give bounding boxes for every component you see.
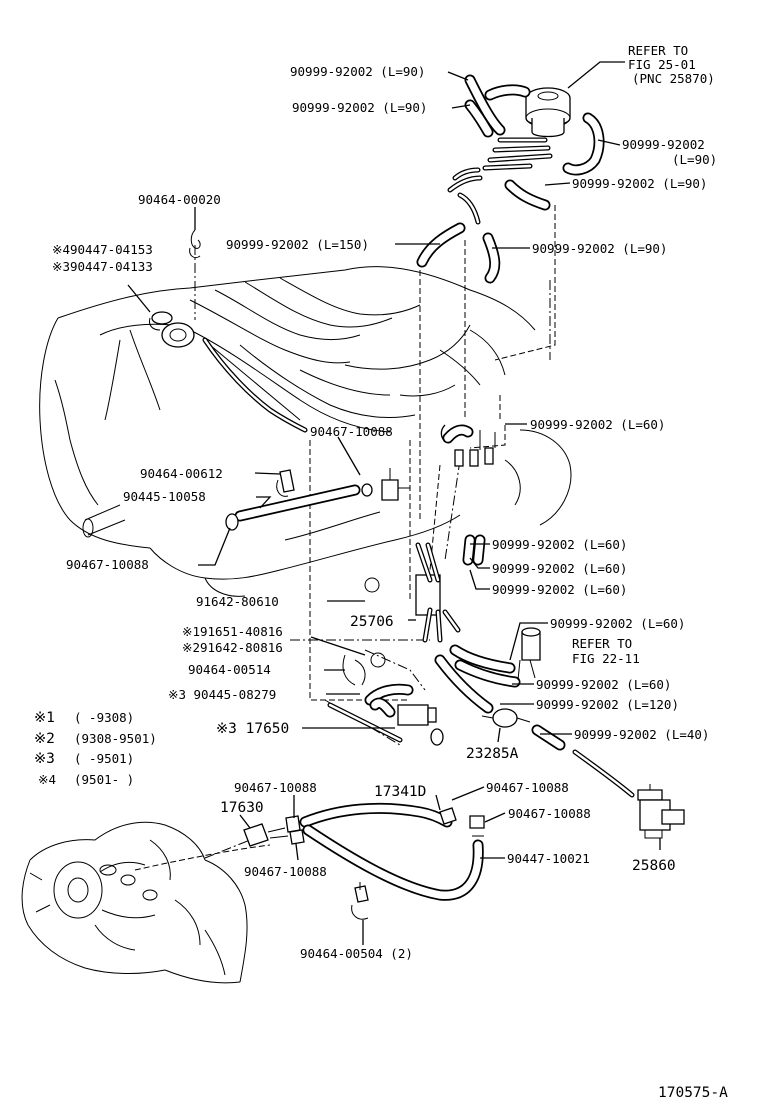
label-gasket-04153: ※490447-04153 xyxy=(52,242,153,257)
label-filter-23285a: 23285A xyxy=(466,746,519,762)
label-refer-fig-25-01-c: (PNC 25870) xyxy=(632,71,715,86)
label-refer-fig-25-01-b: FIG 25-01 xyxy=(628,57,696,72)
lower-hose-group xyxy=(243,802,485,920)
label-hose-10058: 90445-10058 xyxy=(123,489,206,504)
label-clip-00612: 90464-00612 xyxy=(140,466,223,481)
label-hose-10021: 90447-10021 xyxy=(507,851,590,866)
label-vsv-25860: 25860 xyxy=(632,858,676,874)
label-hose-08279: ※3 90445-08279 xyxy=(168,687,276,702)
note-range-2: (9308-9501) xyxy=(74,731,157,746)
label-hose-l60-b: 90999-92002 (L=60) xyxy=(492,537,627,552)
label-clamp-10088-d: 90467-10088 xyxy=(486,780,569,795)
label-clamp-10088-a: 90467-10088 xyxy=(310,424,393,439)
label-hose-l90-b: 90999-92002 (L=90) xyxy=(292,100,427,115)
label-clamp-10088-b: 90467-10088 xyxy=(66,557,149,572)
label-clamp-10088-e: 90467-10088 xyxy=(508,806,591,821)
canister-assembly xyxy=(416,74,605,284)
label-hose-l90-c2: (L=90) xyxy=(672,152,717,167)
label-plug-40816-1: ※191651-40816 xyxy=(182,624,283,639)
label-hose-17341d: 17341D xyxy=(374,784,426,800)
label-clamp-10088-f: 90467-10088 xyxy=(244,864,327,879)
label-hose-l150: 90999-92002 (L=150) xyxy=(226,237,369,252)
note-mark-1: ※1 xyxy=(34,710,55,726)
label-refer-fig-22-11-b: FIG 22-11 xyxy=(572,651,640,666)
label-plug-80610: 91642-80610 xyxy=(196,594,279,609)
label-hose-l90-c: 90999-92002 xyxy=(622,137,705,152)
label-hose-l60-e: 90999-92002 (L=60) xyxy=(550,616,685,631)
engine-outline-lower xyxy=(21,821,248,984)
label-hose-l40: 90999-92002 (L=40) xyxy=(574,727,709,742)
label-hose-l120: 90999-92002 (L=120) xyxy=(536,697,679,712)
diagram-id: 170575-A xyxy=(658,1085,728,1101)
leader-lines xyxy=(127,61,661,945)
note-range-3: ( -9501) xyxy=(74,751,134,766)
label-hose-l60-c: 90999-92002 (L=60) xyxy=(492,561,627,576)
label-refer-fig-25-01-a: REFER TO xyxy=(628,43,688,58)
note-mark-2: ※2 xyxy=(34,731,55,747)
label-clip-00504: 90464-00504 (2) xyxy=(300,946,413,961)
notes-legend: ※1 ( -9308) ※2 (9308-9501) ※3 ( -9501) ※… xyxy=(34,710,157,787)
label-hose-l60-f: 90999-92002 (L=60) xyxy=(536,677,671,692)
label-plug-80816-2: ※291642-80816 xyxy=(182,640,283,655)
label-hose-l60-a: 90999-92002 (L=60) xyxy=(530,417,665,432)
label-sensor-17630: 17630 xyxy=(220,800,264,816)
label-clamp-10088-c: 90467-10088 xyxy=(234,780,317,795)
lower-right-hoses xyxy=(434,627,685,839)
labels: REFER TO FIG 25-01 (PNC 25870) 90999-920… xyxy=(52,43,728,1101)
label-clip-00020: 90464-00020 xyxy=(138,192,221,207)
note-mark-4: ※4 xyxy=(38,772,56,787)
center-block-group xyxy=(364,424,496,668)
label-hose-l90-e: 90999-92002 (L=90) xyxy=(532,241,667,256)
label-valve-17650: ※3 17650 xyxy=(216,721,289,737)
engine-outline-upper xyxy=(39,266,572,597)
label-gasket-04133: ※390447-04133 xyxy=(52,259,153,274)
note-range-4: (9501- ) xyxy=(74,772,134,787)
label-refer-fig-22-11-a: REFER TO xyxy=(572,636,632,651)
note-range-1: ( -9308) xyxy=(74,710,134,725)
left-pipe-group xyxy=(149,229,308,433)
label-hose-l90-a: 90999-92002 (L=90) xyxy=(290,64,425,79)
label-hose-l90-d: 90999-92002 (L=90) xyxy=(572,176,707,191)
label-part-25706: 25706 xyxy=(350,614,394,630)
label-hose-l60-d: 90999-92002 (L=60) xyxy=(492,582,627,597)
note-mark-3: ※3 xyxy=(34,751,55,767)
valve-17650-group xyxy=(327,654,444,746)
middle-hose-group xyxy=(225,468,410,531)
label-clip-00514: 90464-00514 xyxy=(188,662,271,677)
